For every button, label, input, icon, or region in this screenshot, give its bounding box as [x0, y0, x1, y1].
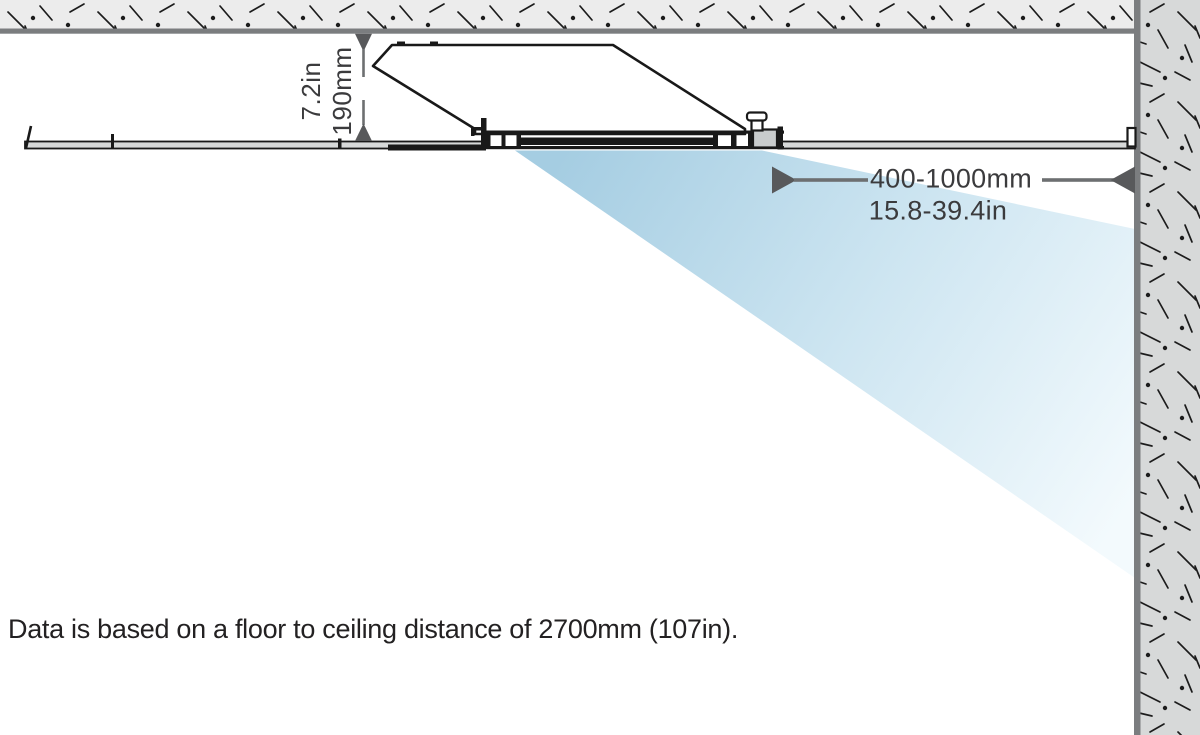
- mount-bracket-left-foot: [471, 127, 475, 136]
- mount-bracket-left-post: [481, 118, 487, 148]
- frame-divider: [731, 133, 737, 147]
- projector-lens-bar: [519, 137, 713, 145]
- projector-top-screw: [397, 41, 405, 46]
- ceiling-end-bracket-right: [1126, 126, 1137, 148]
- frame-divider: [501, 133, 506, 147]
- frame-divider: [748, 133, 753, 147]
- ceiling-clearance-label: 7.2in 190mm: [296, 46, 358, 135]
- frame-divider: [486, 133, 491, 147]
- projector: [371, 41, 784, 150]
- frame-bottom-rail: [486, 146, 784, 150]
- dimension-line-segment: [1042, 178, 1114, 182]
- concrete-wall: [1134, 0, 1200, 735]
- projection-beam: [515, 150, 1135, 578]
- ceiling-panel-joint: [338, 138, 342, 149]
- ceiling-panel-joint: [111, 134, 114, 149]
- mount-bracket-right-post: [777, 126, 783, 150]
- wall-speckle-texture: [1140, 0, 1200, 735]
- arrow-right-icon: [772, 166, 797, 194]
- mount-bracket-left-foot: [471, 127, 482, 131]
- vertical-dimension: [355, 33, 372, 141]
- throw-distance-in-label: 15.8-39.4in: [868, 195, 1008, 226]
- throw-distance-mm-label: 400-1000mm: [869, 163, 1033, 194]
- frame-divider: [516, 133, 521, 147]
- projector-top-screw: [430, 41, 438, 46]
- frame-end-block: [751, 128, 779, 149]
- suspended-ceiling-right: [781, 140, 1136, 150]
- ceiling-clearance-mm: 190mm: [327, 46, 357, 136]
- dimension-line-segment: [362, 49, 365, 77]
- footnote: Data is based on a floor to ceiling dist…: [8, 614, 739, 644]
- wall-left-edge: [1134, 0, 1141, 735]
- dimension-line-segment: [794, 178, 868, 182]
- ceiling-clearance-inches: 7.2in: [296, 61, 326, 121]
- ceiling-bottom-edge: [0, 28, 1136, 34]
- dimension-line-segment: [362, 100, 365, 125]
- projector-body: [371, 43, 747, 136]
- ceiling-end-tab-left: [24, 125, 33, 149]
- arrow-down-icon: [355, 33, 372, 52]
- ceiling-reinforced-segment: [388, 144, 486, 151]
- frame-top-rail: [486, 130, 784, 134]
- concrete-ceiling: [0, 0, 1136, 34]
- arrow-up-icon: [355, 123, 372, 141]
- arrow-left-icon: [1110, 166, 1135, 194]
- horizontal-dimension: [772, 166, 1135, 194]
- ceiling-speckle-texture: [0, 0, 1136, 29]
- adjustment-knob-cap: [745, 111, 768, 122]
- frame-divider: [713, 133, 718, 147]
